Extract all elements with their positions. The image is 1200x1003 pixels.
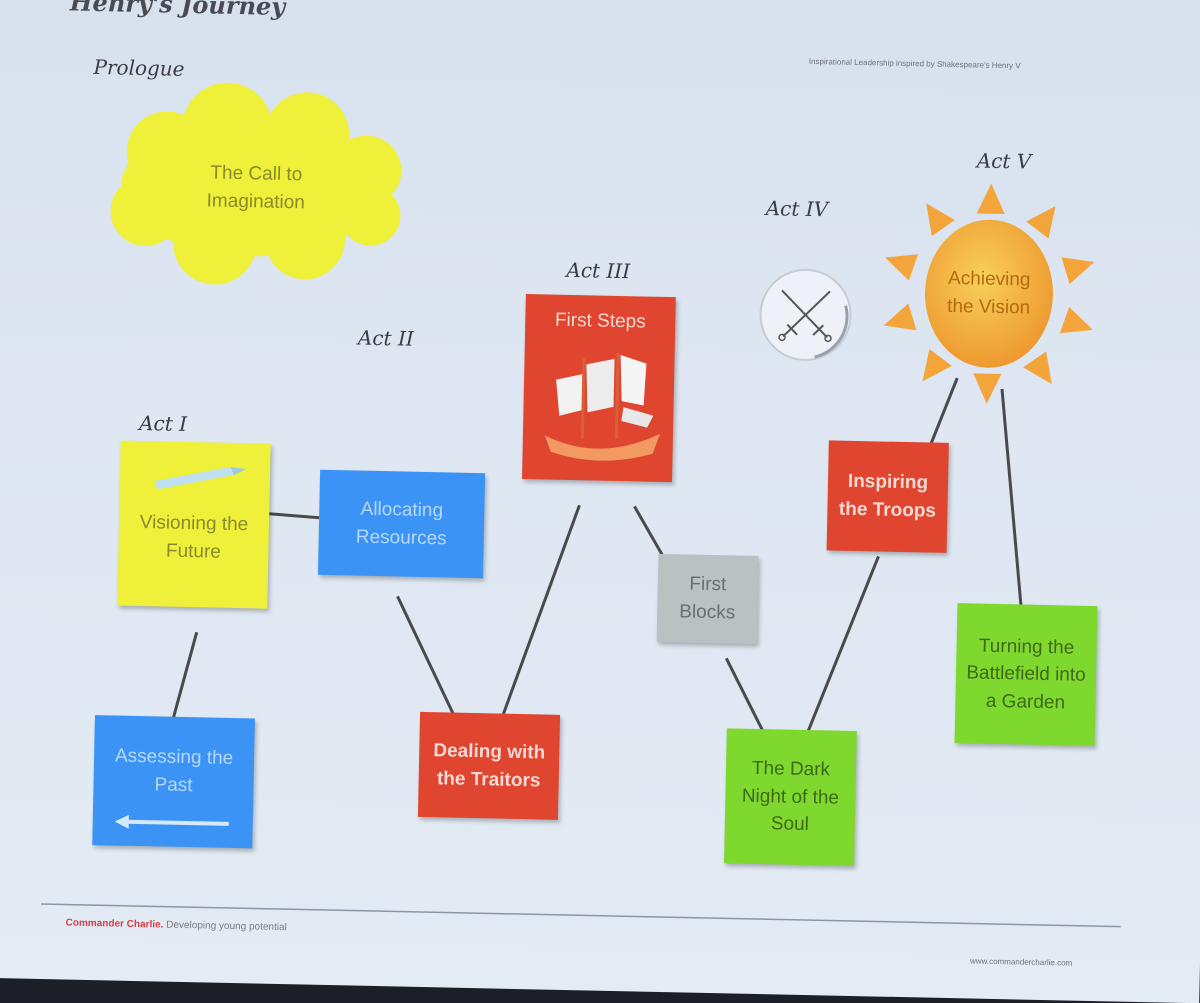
act-label-5: Act V	[976, 148, 1032, 174]
pencil-icon	[153, 466, 247, 490]
first-blocks-note: First Blocks	[656, 553, 759, 644]
act-label-prologue: Prologue	[93, 54, 185, 81]
footer-divider	[40, 903, 1121, 928]
crossed-swords-icon	[759, 268, 852, 361]
act-label-3: Act III	[566, 257, 631, 284]
visioning-the-future-note: Visioning the Future	[117, 440, 271, 609]
act-label-2: Act II	[357, 325, 415, 351]
footer-brand: Commander Charlie.	[65, 917, 164, 931]
connector-allocating-dealing	[396, 595, 462, 729]
achieving-the-vision-label: Achieving the Vision	[946, 268, 1031, 319]
act-label-1: Act I	[138, 410, 188, 436]
act-label-4: Act IV	[765, 196, 829, 222]
assessing-the-past-note: Assessing the Past	[92, 715, 255, 849]
connector-dealing-firststeps	[498, 504, 581, 725]
turning-the-battlefield-note: Turning the Battlefield into a Garden	[954, 603, 1098, 747]
connector-visioning-allocating	[269, 512, 320, 520]
connector-assessing-visioning	[168, 631, 199, 733]
dark-night-of-the-soul-note: The Dark Night of the Soul	[724, 728, 857, 867]
first-steps-note: First Steps	[522, 294, 676, 483]
arrow-left-icon	[114, 814, 229, 829]
call-to-imagination-cloud	[110, 82, 402, 285]
connector-darknight-inspiring	[803, 555, 880, 741]
allocating-resources-note: Allocating Resources	[317, 469, 486, 579]
ship-icon	[544, 352, 660, 461]
dealing-with-traitors-note: Dealing with the Traitors	[417, 711, 561, 820]
inspiring-the-troops-note: Inspiring the Troops	[826, 440, 949, 553]
connector-sun-turning	[1000, 388, 1024, 620]
connector-lines	[168, 377, 1024, 745]
sun-icon	[883, 183, 1095, 404]
call-to-imagination-label: The Call to Imagination	[206, 162, 306, 214]
